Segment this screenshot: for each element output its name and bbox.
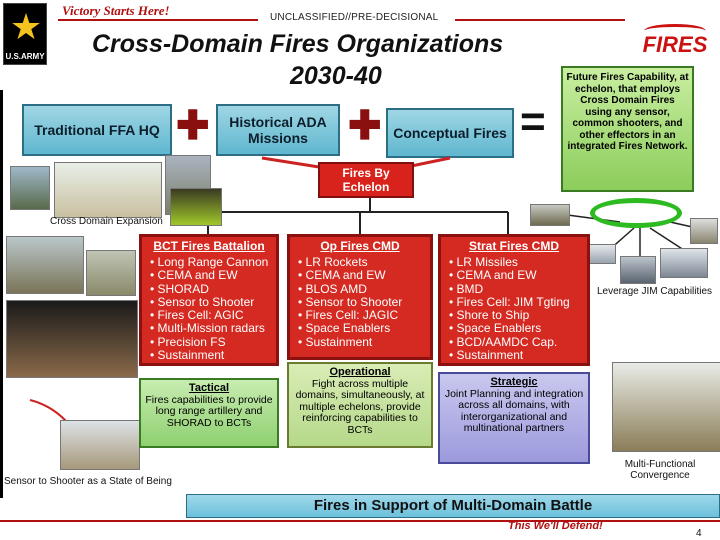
sensor-photo <box>60 420 140 470</box>
bottom-banner: Fires in Support of Multi-Domain Battle <box>186 494 720 518</box>
subbox-title: Operational <box>329 366 391 378</box>
list-item: BCD/AAMDC Cap. <box>449 335 587 349</box>
column-list: LR Missiles CEMA and EW BMD Fires Cell: … <box>441 255 587 362</box>
soldier-photo <box>690 218 718 244</box>
cross-domain-caption: Cross Domain Expansion <box>50 216 163 227</box>
list-item: Shore to Ship <box>449 308 587 322</box>
subbox-text: Fight across multiple domains, simultane… <box>295 377 425 436</box>
list-item: Space Enablers <box>298 322 430 336</box>
jet-photo <box>660 248 708 278</box>
trucks-photo <box>612 362 720 452</box>
footer-rule <box>0 520 720 522</box>
header-rule <box>58 19 258 21</box>
star-icon: ★ <box>9 6 43 47</box>
list-item: Long Range Cannon <box>150 255 276 269</box>
future-fires-box: Future Fires Capability, at echelon, tha… <box>561 66 694 192</box>
army-logo-label: U.S.ARMY <box>5 52 45 61</box>
bct-fires-battalion-column: BCT Fires Battalion Long Range Cannon CE… <box>139 234 279 366</box>
network-ring-icon <box>590 198 682 228</box>
column-title: Strat Fires CMD <box>468 239 560 253</box>
howitzer-photo <box>6 236 84 294</box>
subbox-title: Tactical <box>188 382 230 394</box>
explosion-photo <box>10 166 50 210</box>
list-item: SHORAD <box>150 282 276 296</box>
page-title: Cross-Domain Fires Organizations <box>92 30 504 58</box>
strat-fires-cmd-column: Strat Fires CMD LR Missiles CEMA and EW … <box>438 234 590 366</box>
classification-marking: UNCLASSIFIED//PRE-DECISIONAL <box>270 12 439 23</box>
column-list: LR Rockets CEMA and EW BLOS AMD Sensor t… <box>290 255 430 349</box>
footer-motto: This We'll Defend! <box>508 520 603 532</box>
radar-graphic-photo <box>170 188 222 226</box>
plus-icon: ✚ <box>176 104 210 148</box>
army-logo: ★ U.S.ARMY <box>3 3 47 65</box>
page-subtitle: 2030-40 <box>290 62 382 90</box>
multi-functional-caption: Multi-Functional Convergence <box>624 459 696 481</box>
list-item: Precision FS <box>150 335 276 349</box>
list-item: Sustainment <box>150 348 276 362</box>
header-rule <box>455 19 625 21</box>
column-title: Op Fires CMD <box>320 239 400 253</box>
slogan: Victory Starts Here! <box>62 3 170 18</box>
page-number: 4 <box>696 528 702 539</box>
header-bar <box>0 0 720 34</box>
strategic-box: Strategic Joint Planning and integration… <box>438 372 590 464</box>
vehicle-photo <box>86 250 136 296</box>
operational-box: Operational Fight across multiple domain… <box>287 362 433 448</box>
list-item: CEMA and EW <box>449 268 587 282</box>
ship-photo <box>620 256 656 284</box>
night-fire-photo <box>6 300 138 378</box>
list-item: BLOS AMD <box>298 282 430 296</box>
conceptual-fires-box: Conceptual Fires <box>386 108 514 158</box>
column-title: BCT Fires Battalion <box>153 239 265 253</box>
list-item: Fires Cell: JIM Tgting <box>449 295 587 309</box>
list-item: Space Enablers <box>449 322 587 336</box>
column-list: Long Range Cannon CEMA and EW SHORAD Sen… <box>142 255 276 362</box>
fires-logo-text: FIRES <box>642 32 708 57</box>
leverage-caption: Leverage JIM Capabilities <box>597 286 713 297</box>
tank-photo <box>530 204 570 226</box>
subbox-text: Fires capabilities to provide long range… <box>145 393 273 429</box>
sensor-caption: Sensor to Shooter as a State of Being <box>4 476 172 487</box>
fires-logo: FIRES <box>636 24 714 58</box>
left-divider <box>0 90 3 498</box>
list-item: Sustainment <box>298 335 430 349</box>
list-item: Sensor to Shooter <box>298 295 430 309</box>
equals-icon: = <box>520 97 546 146</box>
list-item: Fires Cell: JAGIC <box>298 308 430 322</box>
list-item: LR Rockets <box>298 255 430 269</box>
systems-collage-photo <box>54 162 162 218</box>
op-fires-cmd-column: Op Fires CMD LR Rockets CEMA and EW BLOS… <box>287 234 433 360</box>
tactical-box: Tactical Fires capabilities to provide l… <box>139 378 279 448</box>
subbox-text: Joint Planning and integration across al… <box>444 387 584 434</box>
fires-by-echelon-box: Fires By Echelon <box>318 162 414 198</box>
list-item: Multi-Mission radars <box>150 322 276 336</box>
historical-ada-box: Historical ADA Missions <box>216 104 340 156</box>
plus-icon: ✚ <box>348 104 382 148</box>
list-item: CEMA and EW <box>298 268 430 282</box>
list-item: Sustainment <box>449 348 587 362</box>
list-item: LR Missiles <box>449 255 587 269</box>
list-item: CEMA and EW <box>150 268 276 282</box>
traditional-ffa-box: Traditional FFA HQ <box>22 104 172 156</box>
list-item: Sensor to Shooter <box>150 295 276 309</box>
fires-logo-arc <box>644 24 706 38</box>
subbox-title: Strategic <box>490 376 538 388</box>
list-item: BMD <box>449 282 587 296</box>
list-item: Fires Cell: AGIC <box>150 308 276 322</box>
